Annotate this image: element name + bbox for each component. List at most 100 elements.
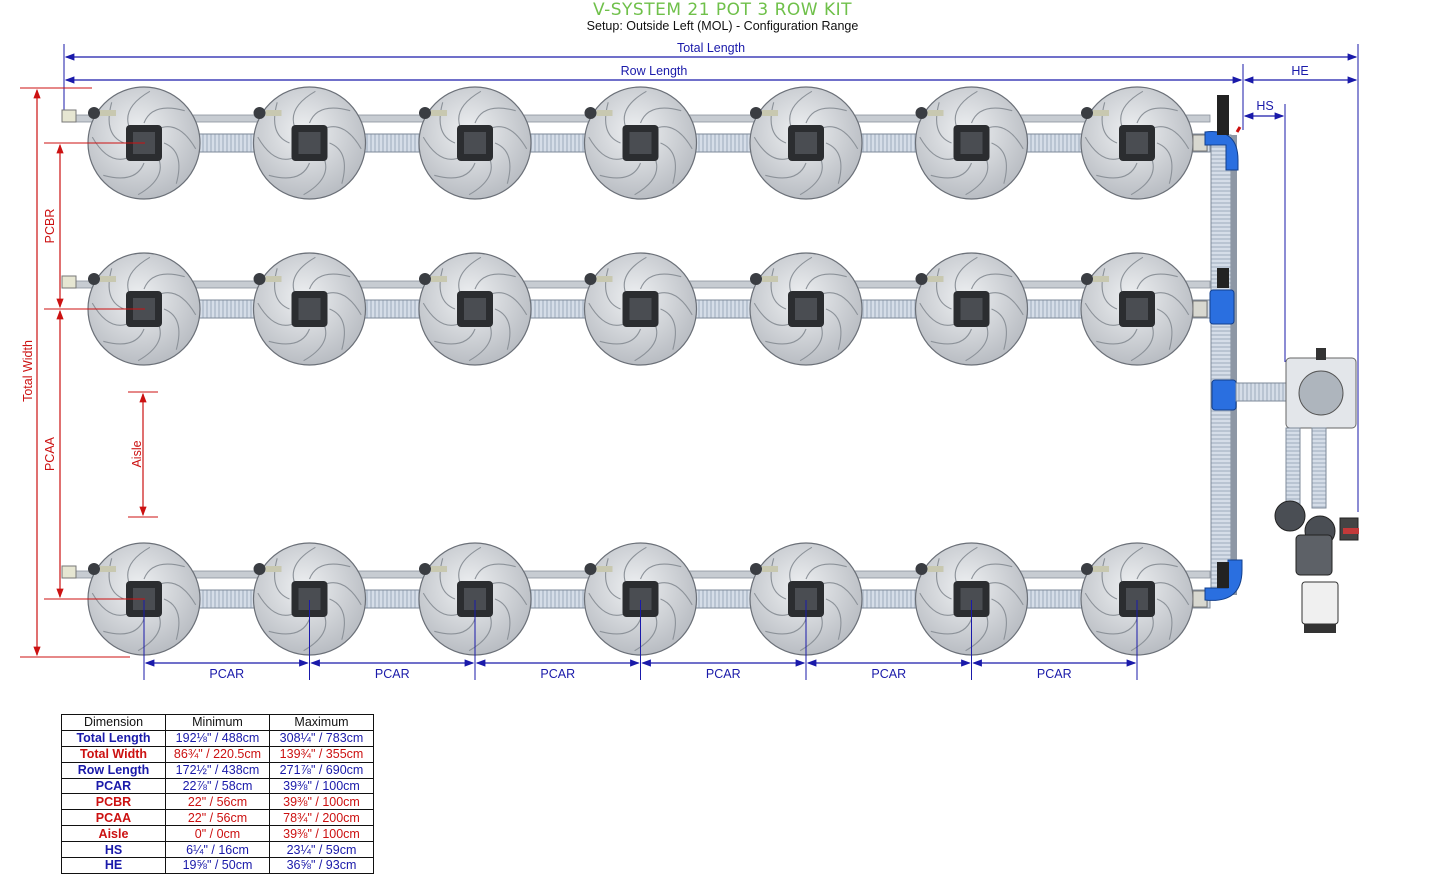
label-row-length: Row Length	[620, 64, 688, 78]
dim-pcbr-pcaa	[44, 142, 145, 600]
pot-vane	[108, 268, 125, 310]
drip-connector	[419, 563, 431, 575]
pot-vane	[1136, 563, 1178, 580]
drip-line	[927, 276, 944, 282]
pot-vane	[1101, 102, 1118, 144]
drip-line	[762, 566, 778, 572]
end-cap	[61, 109, 77, 123]
pot-vane	[103, 162, 145, 179]
drip-connector	[750, 273, 762, 285]
pot-vane	[825, 308, 842, 350]
pot-vane	[143, 273, 185, 290]
pot-vane	[494, 142, 511, 184]
drip-connector	[915, 273, 928, 285]
label-hs: HS	[1256, 99, 1274, 113]
maximum-value: 39⅜" / 100cm	[269, 777, 374, 795]
drip-connector	[1081, 273, 1093, 285]
pot-vane	[474, 107, 516, 124]
label-pcaa: PCAA	[43, 436, 57, 472]
pot-vane	[936, 558, 952, 600]
pot-vane	[936, 102, 952, 144]
pot-vane	[660, 598, 676, 640]
label-he: HE	[1291, 64, 1309, 78]
drip-line	[431, 276, 447, 282]
label-pcar: PCAR	[871, 667, 907, 681]
pot-vane	[439, 268, 456, 310]
pot-row	[61, 252, 1211, 366]
pot-vane	[434, 618, 476, 635]
pot-vane	[805, 273, 847, 290]
dim-hs	[1243, 104, 1286, 362]
pot-vane	[660, 142, 676, 184]
pot-vane	[308, 563, 351, 580]
pot-vane	[1156, 598, 1173, 640]
pot-vane	[805, 563, 847, 580]
pot	[914, 542, 1029, 656]
pot-drain-center	[1126, 588, 1148, 610]
maximum-value: 36⅝" / 93cm	[269, 857, 374, 874]
drip-line	[265, 276, 282, 282]
pot-vane	[163, 142, 180, 184]
dimension-name: Row Length	[61, 761, 166, 779]
pot-vane	[991, 308, 1007, 350]
pot	[1080, 252, 1194, 366]
pot-vane	[494, 598, 511, 640]
drip-line	[927, 566, 944, 572]
pot-drain-center	[629, 588, 652, 610]
tank-float-valve	[1316, 348, 1326, 360]
minimum-value: 22⅞" / 58cm	[165, 777, 270, 795]
pot-vane	[1101, 558, 1118, 600]
pot-vane	[605, 558, 621, 600]
dimension-name: Total Width	[61, 745, 166, 763]
pot	[749, 542, 863, 656]
drip-line	[265, 566, 282, 572]
dim-pcar	[143, 600, 1138, 680]
row-connector	[1192, 300, 1208, 318]
elbow-fitting-top	[1204, 131, 1239, 171]
pot-vane	[599, 618, 642, 635]
pot-vane	[494, 308, 511, 350]
pot-vane	[308, 107, 351, 124]
drip-line	[100, 110, 116, 116]
pot-vane	[991, 142, 1007, 184]
pot-drain-center	[629, 132, 652, 154]
drip-connector	[584, 107, 597, 119]
drip-line	[596, 566, 613, 572]
manifold-and-tank	[1204, 95, 1359, 633]
dimension-name: PCBR	[61, 793, 166, 811]
pot-drain-center	[298, 298, 321, 320]
pot-drain-center	[629, 298, 652, 320]
pot-vane	[143, 563, 185, 580]
label-pcar: PCAR	[374, 667, 410, 681]
pot-vane	[1136, 273, 1178, 290]
pot	[252, 252, 367, 366]
pot-drain-center	[795, 132, 817, 154]
pot-rows	[60, 86, 1211, 656]
pot	[418, 86, 532, 200]
drip-line	[431, 566, 447, 572]
pot-vane	[639, 107, 682, 124]
label-aisle: Aisle	[130, 440, 144, 468]
pot-vane	[1096, 618, 1138, 635]
minimum-value: 22" / 56cm	[165, 809, 270, 827]
pot	[252, 542, 367, 656]
pot-row	[61, 542, 1211, 656]
dimension-name: HE	[61, 857, 166, 874]
maximum-value: 39⅜" / 100cm	[269, 825, 374, 843]
pot-vane	[825, 142, 842, 184]
drip-connector	[88, 273, 100, 285]
red-marker	[1235, 126, 1242, 133]
tank-feed-pipe	[1235, 382, 1287, 402]
pot-drain-center	[1126, 298, 1148, 320]
pot-vane	[103, 328, 145, 345]
pot-drain-center	[1126, 132, 1148, 154]
pot-vane	[936, 268, 952, 310]
tank-outlet-pipe-1	[1285, 427, 1301, 509]
drip-connector	[419, 273, 431, 285]
label-pcar: PCAR	[1036, 667, 1072, 681]
